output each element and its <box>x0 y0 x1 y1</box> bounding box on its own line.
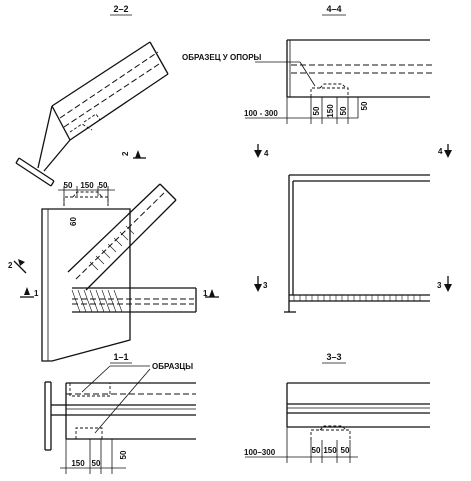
dim-150-d: 150 <box>323 446 337 455</box>
dim-50-g: 50 <box>119 450 128 459</box>
view-section-2-2: 2–2 2 <box>15 4 169 187</box>
dim-150-a: 150 <box>326 104 335 118</box>
dim-50-c: 50 <box>360 101 369 110</box>
view-main-joint: 50 150 50 60 1 1 2 <box>8 181 219 362</box>
section-title-2-2: 2–2 <box>113 4 128 14</box>
marker-1-label-left: 1 <box>34 289 39 298</box>
dim-50-d: 50 <box>64 181 73 190</box>
dim-100-300-bottom: 100–300 <box>244 448 276 457</box>
marker-4-label-right: 4 <box>438 147 443 156</box>
label-sample-at-support: ОБРАЗЕЦ У ОПОРЫ <box>182 53 262 62</box>
marker-3-label-left: 3 <box>263 281 268 290</box>
view-section-4-4: 4–4 ОБРАЗЕЦ У ОПОРЫ 100 - 300 50 150 50 … <box>182 4 432 124</box>
marker-4-label-left: 4 <box>264 149 269 158</box>
label-samples: ОБРАЗЦЫ <box>152 362 193 371</box>
section-title-3-3: 3–3 <box>326 352 341 362</box>
marker-2-label-left: 2 <box>8 261 13 270</box>
view-side-elevation: 4 4 3 3 <box>254 144 452 313</box>
dim-50-i: 50 <box>341 446 350 455</box>
view-section-1-1: 1–1 ОБРАЗЦЫ 150 50 50 <box>44 352 196 474</box>
dim-100-300-top: 100 - 300 <box>244 109 278 118</box>
dim-60: 60 <box>69 217 78 226</box>
dim-50-e: 50 <box>99 181 108 190</box>
dim-50-b: 50 <box>339 106 348 115</box>
marker-3-label-right: 3 <box>437 281 442 290</box>
dim-50-f: 50 <box>92 459 101 468</box>
dim-150-c: 150 <box>71 459 85 468</box>
dim-50-a: 50 <box>312 106 321 115</box>
dim-50-h: 50 <box>312 446 321 455</box>
view-section-3-3: 3–3 100–300 50 150 50 <box>244 352 430 463</box>
dim-150-b: 150 <box>80 181 94 190</box>
marker-1-label-right: 1 <box>203 289 208 298</box>
section-title-4-4: 4–4 <box>326 4 341 14</box>
section-title-1-1: 1–1 <box>113 352 128 362</box>
marker-2-label-top: 2 <box>121 151 130 156</box>
